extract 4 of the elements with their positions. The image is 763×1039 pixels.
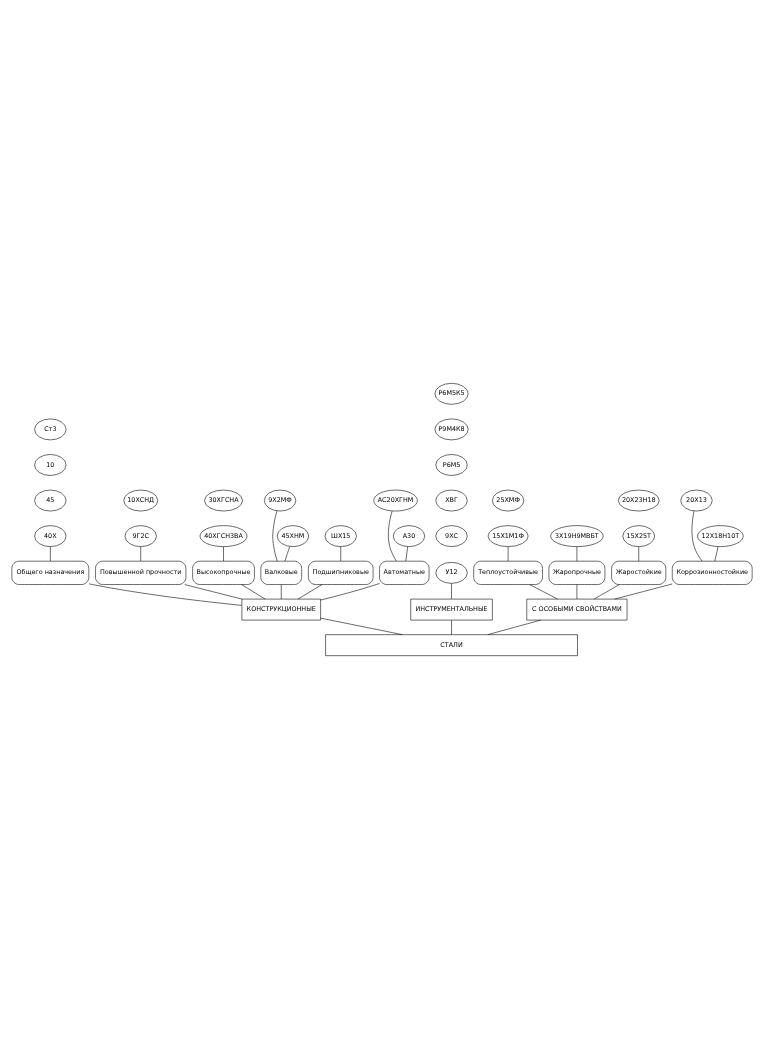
connector [450,619,452,635]
connector [319,617,403,635]
connector [240,584,265,600]
connector [297,584,322,600]
